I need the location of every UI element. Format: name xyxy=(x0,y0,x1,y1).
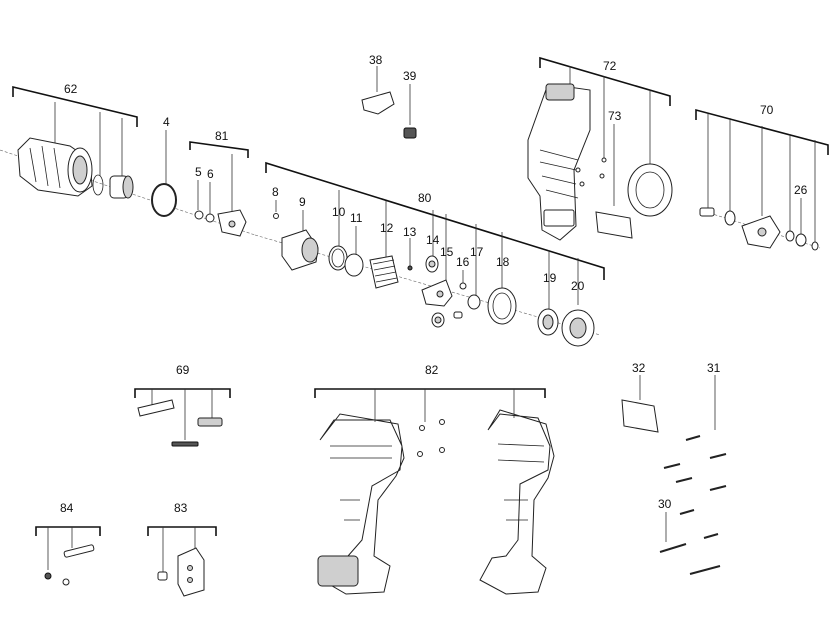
label-plate-part xyxy=(621,399,659,433)
label-69: 69 xyxy=(176,363,190,377)
label-17: 17 xyxy=(470,245,484,259)
label-38: 38 xyxy=(369,53,383,67)
belt-clip-part xyxy=(44,544,95,586)
anvil-part xyxy=(194,209,247,237)
label-62: 62 xyxy=(64,82,78,96)
label-80: 80 xyxy=(418,191,432,205)
leader-lines xyxy=(47,66,816,572)
label-5: 5 xyxy=(195,165,202,179)
bit-holder-part xyxy=(157,547,205,597)
screw-set-30 xyxy=(659,543,721,575)
lens-parts xyxy=(137,399,223,447)
label-8: 8 xyxy=(272,185,279,199)
drive-train-parts xyxy=(273,213,595,347)
bracket-83 xyxy=(147,526,217,536)
bracket-81 xyxy=(189,141,249,158)
o-ring-part xyxy=(151,183,177,217)
label-82: 82 xyxy=(425,363,439,377)
bracket-82 xyxy=(314,388,546,398)
label-73: 73 xyxy=(608,109,622,123)
label-9: 9 xyxy=(299,195,306,209)
label-11: 11 xyxy=(350,211,363,225)
bracket-84 xyxy=(35,526,101,536)
label-20: 20 xyxy=(571,279,585,293)
label-12: 12 xyxy=(380,221,394,235)
housing-screws xyxy=(417,419,445,457)
electronics-module-part xyxy=(527,83,673,241)
label-39: 39 xyxy=(403,69,417,83)
bracket-72 xyxy=(539,56,671,106)
label-84: 84 xyxy=(60,501,74,515)
label-31: 31 xyxy=(707,361,721,375)
label-13: 13 xyxy=(403,225,417,239)
label-14: 14 xyxy=(426,233,440,247)
switch-lever-part xyxy=(361,91,417,139)
label-6: 6 xyxy=(207,167,214,181)
label-19: 19 xyxy=(543,271,557,285)
label-4: 4 xyxy=(163,115,170,129)
label-16: 16 xyxy=(456,255,470,269)
gear-case-part xyxy=(17,137,134,199)
label-15: 15 xyxy=(440,245,454,259)
label-70: 70 xyxy=(760,103,774,117)
bracket-80 xyxy=(265,161,605,280)
label-18: 18 xyxy=(496,255,510,269)
part-number-labels: 38 39 62 4 81 5 6 72 73 70 26 80 8 9 10 … xyxy=(60,53,808,515)
bracket-69 xyxy=(134,388,231,398)
label-83: 83 xyxy=(174,501,188,515)
label-32: 32 xyxy=(632,361,646,375)
motor-rotor-part xyxy=(699,207,819,251)
label-10: 10 xyxy=(332,205,346,219)
housing-right-part xyxy=(479,409,555,595)
housing-left-part xyxy=(317,413,405,595)
label-72: 72 xyxy=(603,59,617,73)
bracket-62 xyxy=(12,85,138,127)
label-26: 26 xyxy=(794,183,808,197)
label-81: 81 xyxy=(215,129,229,143)
assembly-brackets xyxy=(12,56,829,536)
label-30: 30 xyxy=(658,497,672,511)
screw-set-31 xyxy=(663,435,727,539)
